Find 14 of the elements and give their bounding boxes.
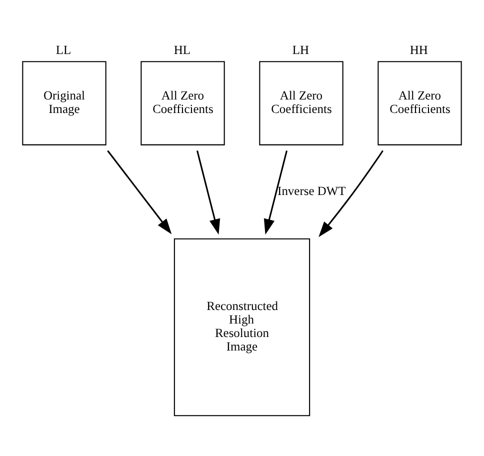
node-box: Reconstructed High Resolution Image bbox=[174, 238, 310, 416]
node-box: All Zero Coefficients bbox=[378, 60, 462, 145]
node-box: All Zero Coefficients bbox=[259, 60, 344, 145]
arrow bbox=[264, 150, 288, 234]
node-label: LH bbox=[292, 42, 310, 56]
arrow bbox=[196, 150, 220, 234]
edge-label: Inverse DWT bbox=[278, 183, 346, 198]
node-box: Original Image bbox=[22, 60, 106, 145]
node-label: LL bbox=[56, 42, 72, 56]
node-label: HL bbox=[174, 42, 191, 56]
arrow bbox=[107, 150, 172, 234]
arrow bbox=[318, 150, 384, 237]
node-box: All Zero Coefficients bbox=[140, 60, 225, 145]
node-label: HH bbox=[410, 42, 428, 56]
